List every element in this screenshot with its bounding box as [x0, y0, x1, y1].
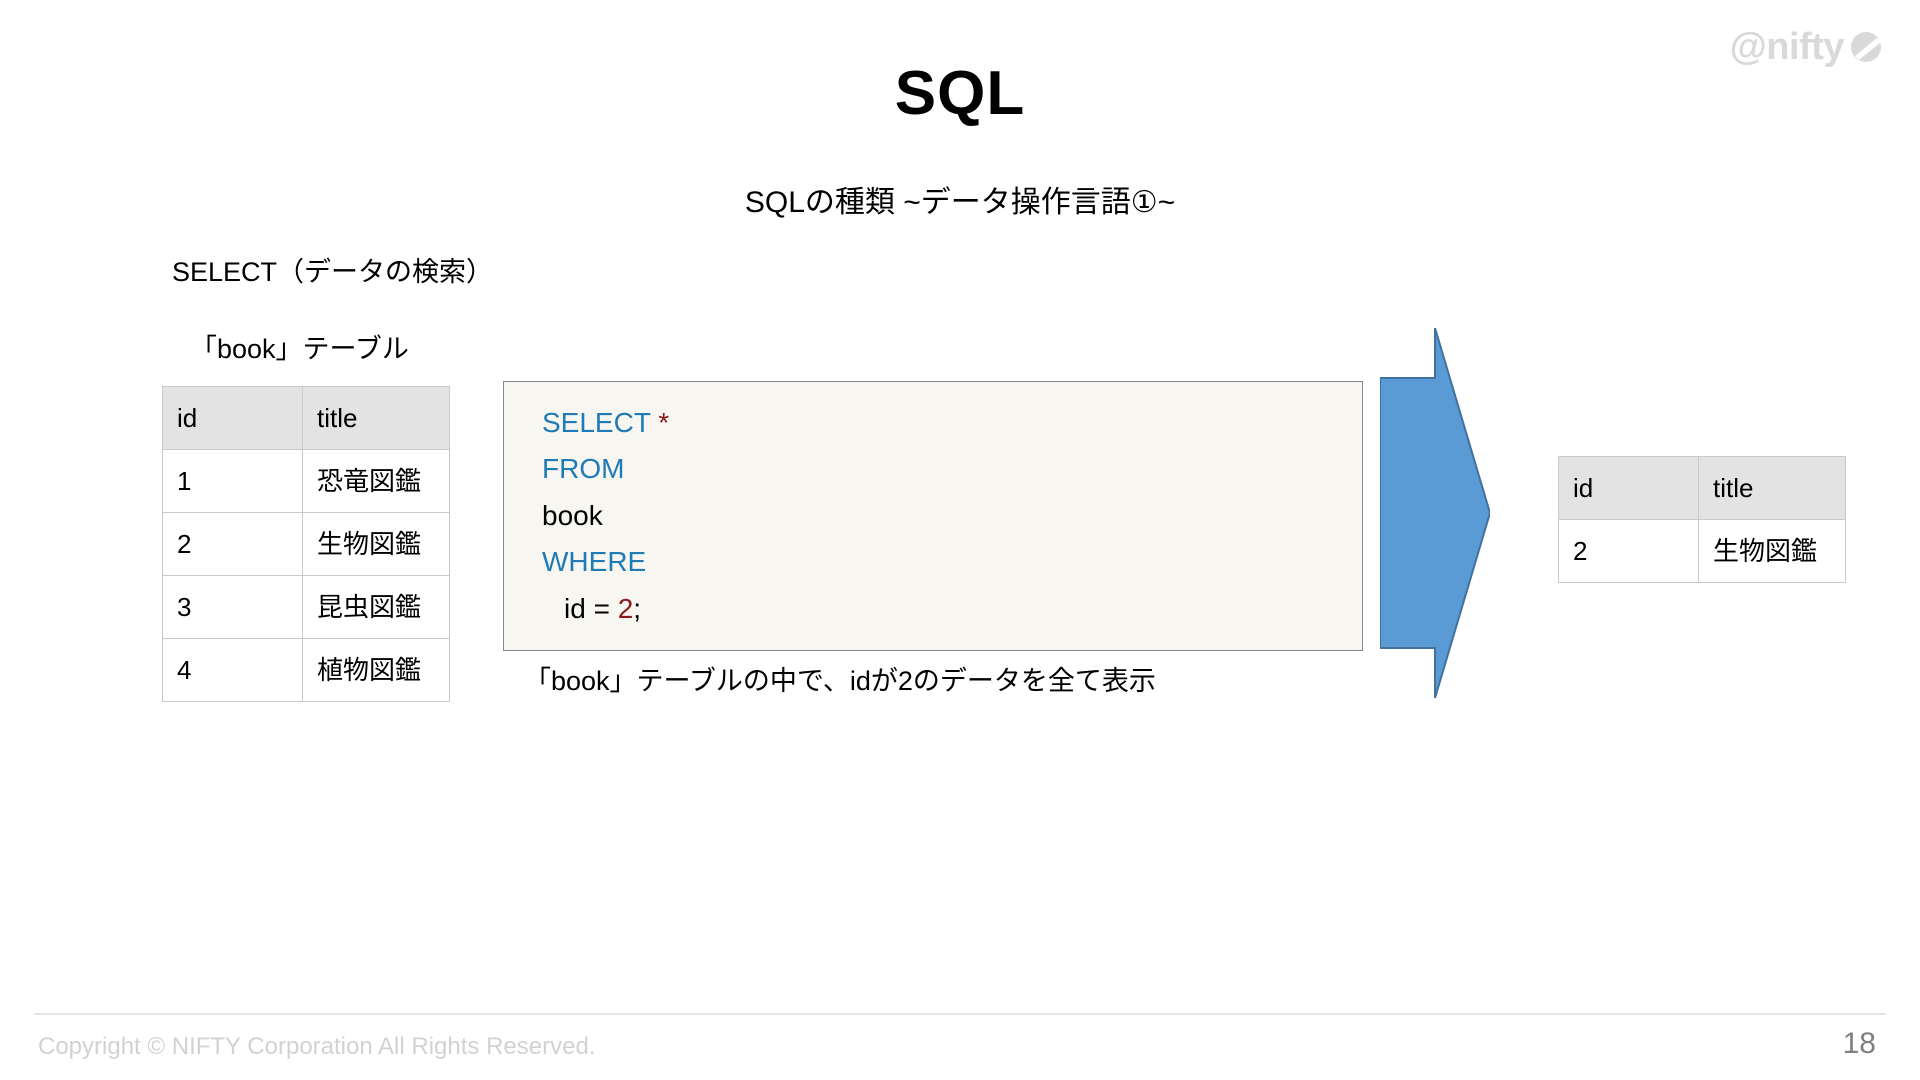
code-literal-asterisk: *: [658, 407, 670, 438]
cell-title: 生物図鑑: [302, 512, 450, 576]
code-condition-prefix: id =: [564, 592, 618, 624]
page-subtitle: SQLの種類 ~データ操作言語①~: [744, 186, 1176, 219]
table-row: 3 昆虫図鑑: [162, 575, 450, 639]
code-line-from: FROM: [542, 446, 1362, 492]
column-header-title: title: [302, 386, 450, 450]
column-header-id: id: [1558, 456, 1699, 520]
table-row: 1 恐竜図鑑: [162, 449, 450, 513]
column-header-id: id: [162, 386, 303, 450]
table-header-row: id title: [162, 386, 450, 450]
sql-code-caption: 「book」テーブルの中で、idが2のデータを全て表示: [524, 666, 1156, 696]
table-row: 2 生物図鑑: [1558, 519, 1846, 583]
code-literal-value: 2: [617, 592, 634, 624]
page-number: 18: [1842, 1027, 1876, 1060]
cell-id: 3: [162, 575, 303, 639]
page-title: SQL: [894, 59, 1026, 128]
source-table-caption: 「book」テーブル: [190, 334, 409, 364]
brand-logo-text: @nifty: [1729, 26, 1845, 68]
code-keyword-select: SELECT: [542, 407, 651, 438]
table-row: 2 生物図鑑: [162, 512, 450, 576]
code-line-where: WHERE: [542, 539, 1362, 585]
cell-title: 昆虫図鑑: [302, 575, 450, 639]
right-arrow-icon: [1380, 328, 1490, 698]
cell-id: 2: [162, 512, 303, 576]
nifty-circle-mark-icon: [1848, 29, 1884, 65]
footer-divider: [34, 1013, 1886, 1015]
cell-title: 生物図鑑: [1698, 519, 1846, 583]
code-keyword-from: FROM: [542, 453, 625, 485]
code-statement-terminator: ;: [633, 592, 642, 624]
table-row: 4 植物図鑑: [162, 638, 450, 702]
footer-copyright: Copyright © NIFTY Corporation All Rights…: [38, 1033, 596, 1060]
code-line-condition: id = 2;: [542, 586, 1362, 632]
sql-code-block: SELECT * FROM book WHERE id = 2;: [503, 381, 1363, 651]
source-table: id title 1 恐竜図鑑 2 生物図鑑 3 昆虫図鑑 4 植物図鑑: [162, 386, 450, 702]
cell-title: 恐竜図鑑: [302, 449, 450, 513]
code-line-select: SELECT *: [542, 400, 1362, 446]
code-keyword-where: WHERE: [542, 546, 647, 578]
column-header-title: title: [1698, 456, 1846, 520]
cell-id: 2: [1558, 519, 1699, 583]
cell-id: 1: [162, 449, 303, 513]
brand-logo: @nifty: [1730, 28, 1884, 66]
cell-title: 植物図鑑: [302, 638, 450, 702]
code-table-name: book: [542, 499, 603, 531]
table-header-row: id title: [1558, 456, 1846, 520]
section-label: SELECT（データの検索）: [172, 257, 494, 287]
result-table: id title 2 生物図鑑: [1558, 456, 1846, 583]
code-line-table: book: [542, 493, 1362, 539]
cell-id: 4: [162, 638, 303, 702]
